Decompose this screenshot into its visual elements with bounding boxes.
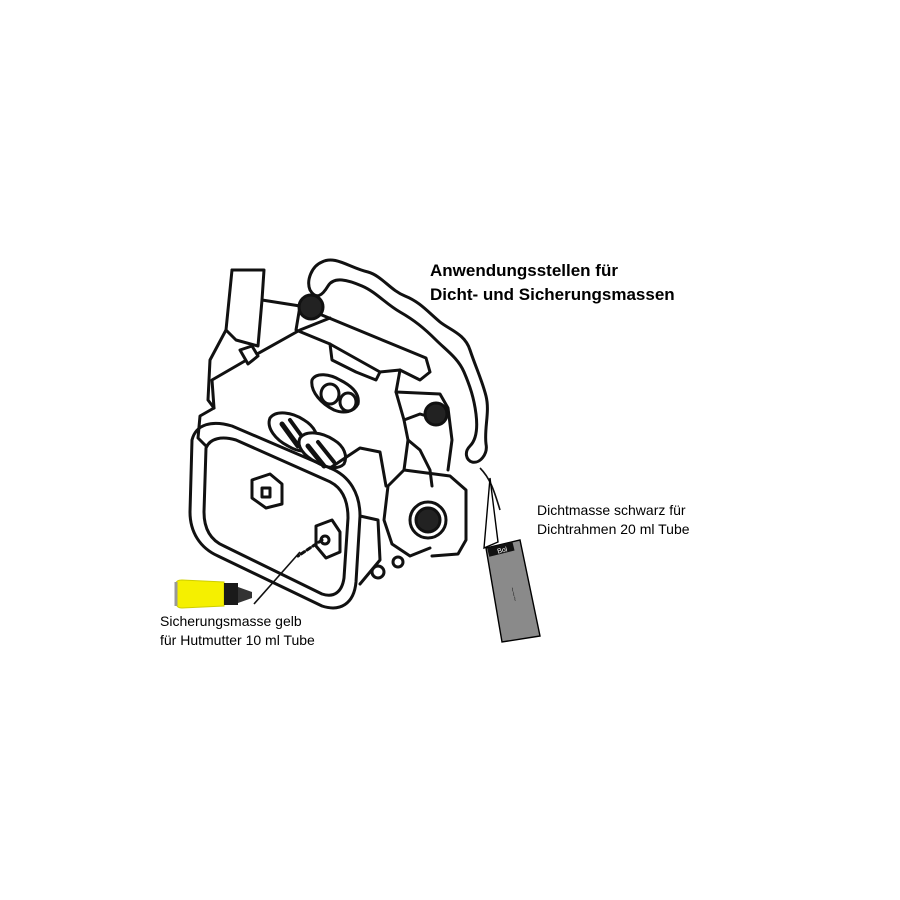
- yellow-locking-tube: [174, 579, 252, 609]
- diagram-title-line2: Dicht- und Sicherungsmassen: [430, 285, 675, 304]
- yellow-locking-label-line2: für Hutmutter 10 ml Tube: [160, 632, 315, 648]
- leader-yellow: [253, 551, 301, 605]
- black-sealant-label: Dichtmasse schwarz für: [537, 502, 686, 518]
- svg-text:Bol: Bol: [497, 546, 509, 555]
- yellow-locking-label: Sicherungsmasse gelb: [160, 613, 302, 629]
- black-sealant-tube: Bol ~~~: [483, 477, 541, 643]
- gasket-frame: [307, 258, 489, 464]
- head-top-rail: [230, 268, 454, 472]
- valve-cover-flange: [188, 421, 362, 610]
- svg-text:~~~: ~~~: [508, 586, 520, 602]
- diagram-title: Anwendungsstellen für: [430, 261, 618, 280]
- black-sealant-label-line2: Dichtrahmen 20 ml Tube: [537, 521, 690, 537]
